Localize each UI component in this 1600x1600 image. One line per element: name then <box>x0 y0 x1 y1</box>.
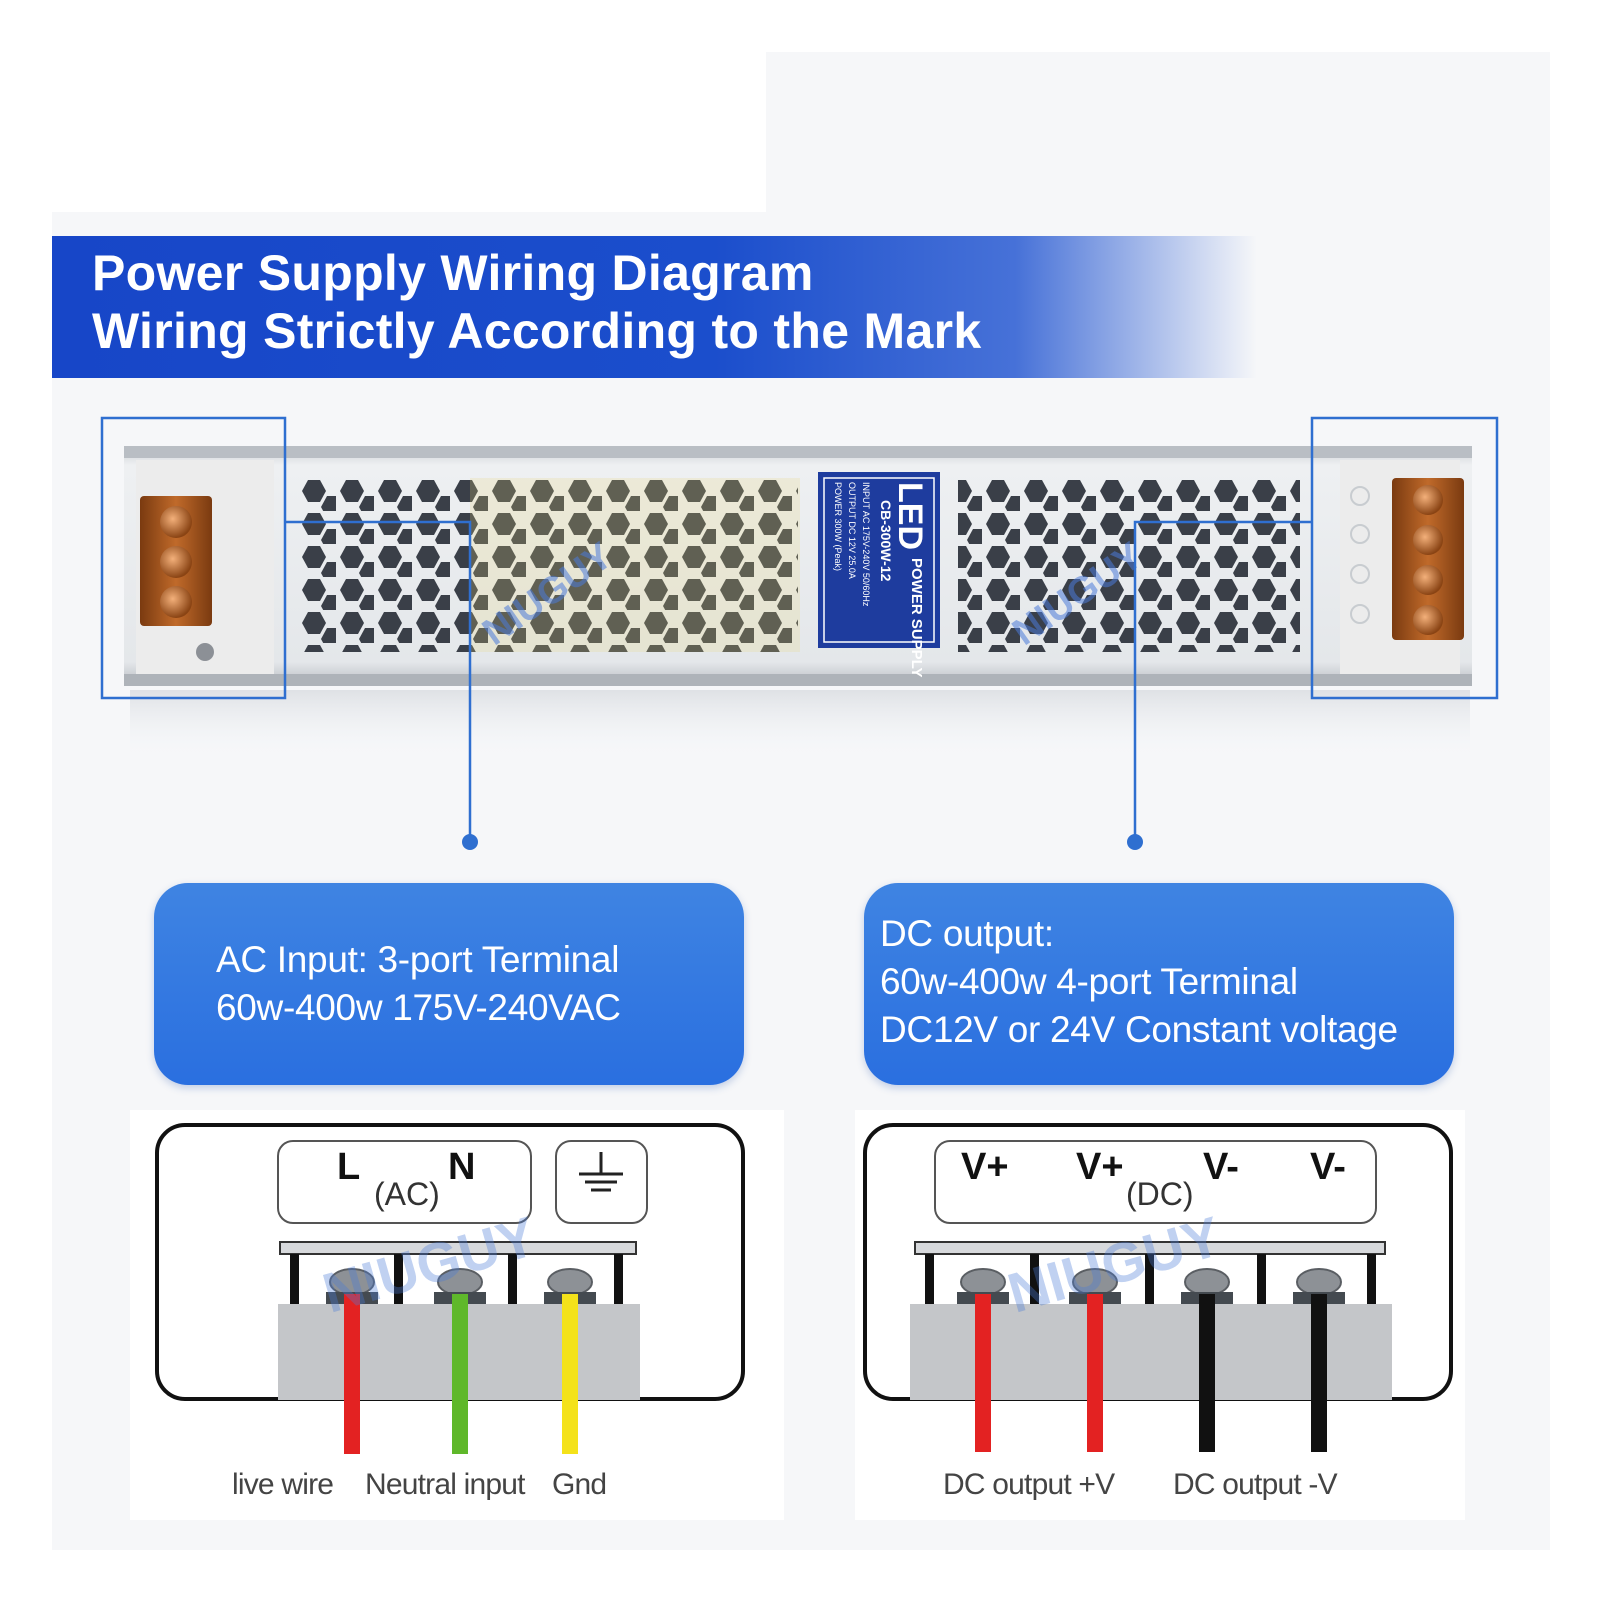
port-label-n: N <box>448 1146 476 1188</box>
ground-icon <box>579 1152 623 1192</box>
dc-screw-3 <box>1413 565 1443 595</box>
label-brand: LED <box>891 482 929 550</box>
dc-output-callout <box>864 883 1454 1085</box>
label-model: CB-300W-12 <box>878 500 894 582</box>
device-label-border <box>823 477 935 643</box>
header-banner <box>52 236 1257 378</box>
background-corner <box>52 52 766 212</box>
port-label-v-plus-1: V+ <box>961 1146 1009 1188</box>
label-spec-row: POWER 300W (Peak) <box>833 482 843 571</box>
power-supply-illustration: LED POWER SUPPLY CB-300W-12 INPUT AC 175… <box>100 416 1499 850</box>
dc-divider <box>1257 1254 1266 1304</box>
neutral-wire <box>452 1294 468 1454</box>
dc-divider <box>1367 1254 1376 1304</box>
port-label-v-plus-2: V+ <box>1076 1146 1124 1188</box>
dc-screw-head <box>1296 1268 1342 1296</box>
page-subtitle: Wiring Strictly According to the Mark <box>92 303 982 359</box>
vent-grille-left <box>298 478 798 652</box>
ac-callout-spec: 60w-400w 175V-240VAC <box>216 987 621 1028</box>
dc-screw-2 <box>1413 525 1443 555</box>
dc-divider <box>1030 1254 1039 1304</box>
device-reflection <box>130 690 1470 760</box>
dc-terminal-block <box>1392 478 1464 640</box>
dc-leader-line <box>1133 520 1312 842</box>
dc-screw-1 <box>1413 485 1443 515</box>
vent-grille-right <box>958 478 1300 652</box>
ac-divider <box>508 1254 517 1304</box>
dc-screw-head <box>960 1268 1006 1296</box>
dc-positive-label: DC output +V <box>943 1468 1115 1501</box>
device-top-edge <box>124 446 1472 458</box>
page-title: Power Supply Wiring Diagram <box>92 245 814 301</box>
neutral-wire-label: Neutral input <box>365 1468 526 1501</box>
device-label <box>818 472 940 648</box>
ac-terminal-highlight <box>100 416 287 700</box>
dc-callout-voltage: DC12V or 24V Constant voltage <box>880 1009 1398 1050</box>
negative-wire <box>1311 1294 1327 1452</box>
dc-leader-dot <box>1127 834 1143 850</box>
positive-wire <box>975 1294 991 1452</box>
dc-symbol-3 <box>1350 564 1370 584</box>
ac-input-callout <box>154 883 744 1085</box>
dc-port-label-box <box>934 1140 1377 1224</box>
internal-components <box>470 478 800 652</box>
label-spec-row: INPUT AC 175V-240V 50/60Hz <box>861 482 871 607</box>
ac-screw-head <box>547 1268 593 1296</box>
positive-wire <box>1087 1294 1103 1452</box>
port-label-v-minus-2: V- <box>1310 1146 1346 1188</box>
ac-top-bar <box>279 1241 637 1255</box>
negative-wire <box>1199 1294 1215 1452</box>
ac-screw-n <box>160 546 192 578</box>
ac-divider <box>394 1254 403 1304</box>
label-spec-row: OUTPUT DC 12V 25.0A <box>847 482 857 579</box>
ground-wire <box>562 1294 578 1454</box>
port-label-l: L <box>337 1146 361 1188</box>
dc-callout-title: DC output: <box>880 913 1054 954</box>
dc-terminal-highlight <box>1310 416 1499 700</box>
dc-divider <box>925 1254 934 1304</box>
dc-symbol-2 <box>1350 524 1370 544</box>
dc-divider <box>1145 1254 1154 1304</box>
ground-wire-label: Gnd <box>552 1468 607 1501</box>
ac-leader-dot <box>462 834 478 850</box>
live-wire-label: live wire <box>232 1468 334 1501</box>
dc-callout-terminal: 60w-400w 4-port Terminal <box>880 961 1298 1002</box>
ac-sub-label: (AC) <box>374 1176 440 1212</box>
dc-sub-label: (DC) <box>1126 1176 1194 1212</box>
ac-port-label-box <box>277 1140 532 1224</box>
ac-divider <box>290 1254 299 1304</box>
ac-divider <box>614 1254 623 1304</box>
live-wire <box>344 1294 360 1454</box>
dc-terminal-drawing: NIUGUY <box>910 1204 1392 1452</box>
ground-screw <box>196 643 214 661</box>
device-bottom-edge <box>124 674 1472 686</box>
ac-terminal-drawing: NIUGUY <box>278 1152 640 1454</box>
ac-callout-title: AC Input: 3-port Terminal <box>216 939 620 980</box>
label-title: POWER SUPPLY <box>908 558 925 677</box>
port-label-v-minus-1: V- <box>1203 1146 1239 1188</box>
dc-symbol-4 <box>1350 604 1370 624</box>
dc-negative-label: DC output -V <box>1173 1468 1338 1501</box>
dc-symbol-1 <box>1350 486 1370 506</box>
ac-leader-line <box>285 520 472 842</box>
dc-screw-4 <box>1413 605 1443 635</box>
ac-screw-gnd <box>160 586 192 618</box>
ac-screw-l <box>160 506 192 538</box>
